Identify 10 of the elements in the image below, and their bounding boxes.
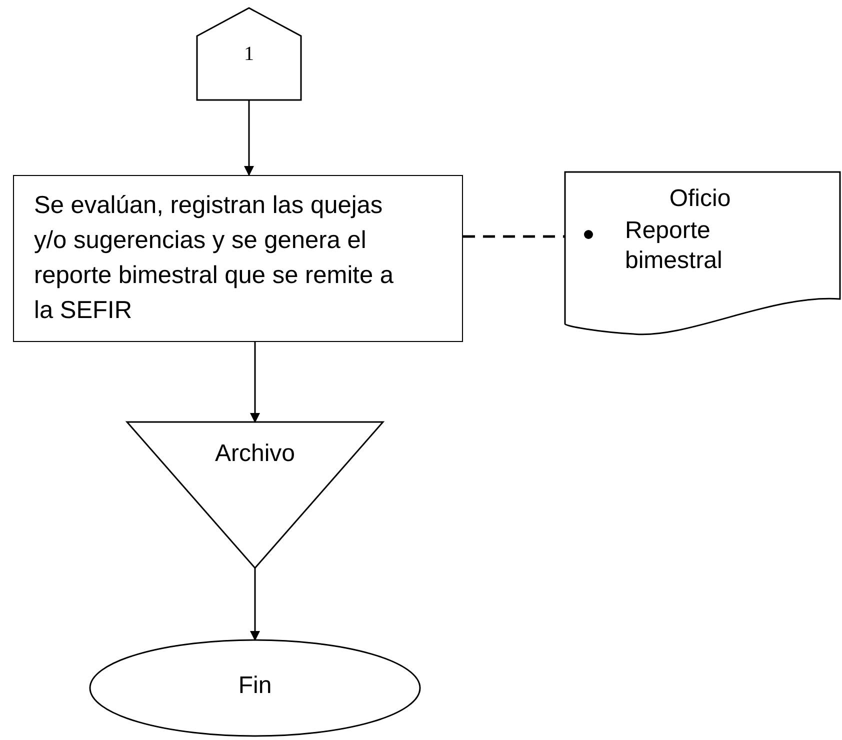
document-item: Reporte bimestral: [625, 216, 724, 276]
connector-number: 1: [243, 42, 255, 67]
arrow: [250, 568, 260, 641]
arrow: [244, 100, 254, 176]
terminal-label: Fin: [237, 671, 273, 701]
dashed-connector: [463, 235, 565, 238]
archive-label: Archivo: [214, 439, 296, 469]
process-box: Se evalúan, registran las quejas y/o sugerencias y se genera el reporte bimestral que se remite a la SEFIR: [13, 175, 463, 342]
arrow: [250, 342, 260, 423]
document-title: Oficio: [668, 184, 732, 214]
